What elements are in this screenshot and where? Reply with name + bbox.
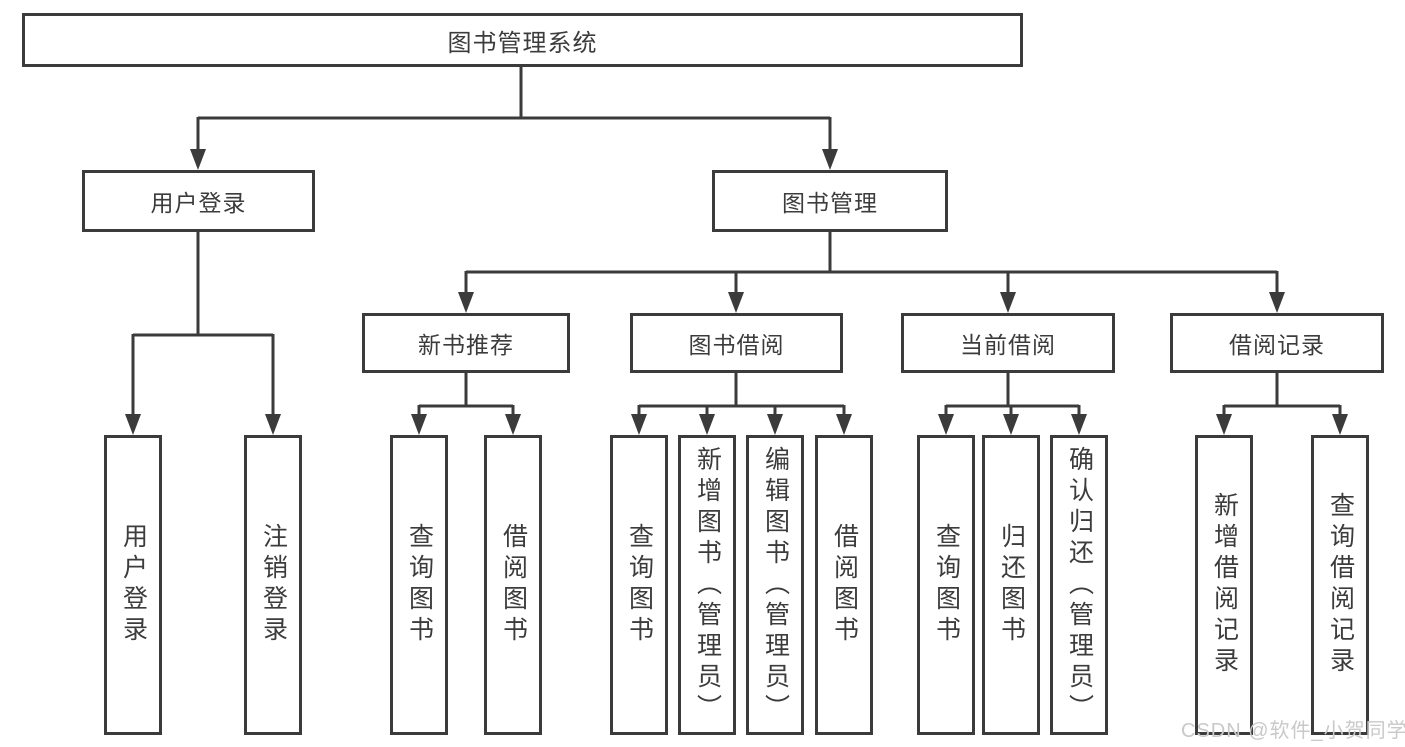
leaf-confirm-return-admin: 确认归还（管理员） bbox=[1050, 435, 1108, 735]
node-label: 查询图书 bbox=[405, 523, 434, 647]
leaf-return-books: 归还图书 bbox=[982, 435, 1040, 735]
leaf-edit-book-admin: 编辑图书（管理员） bbox=[746, 435, 804, 735]
node-label: 确认归还（管理员） bbox=[1065, 445, 1094, 725]
node-book-borrowing: 图书借阅 bbox=[630, 313, 843, 373]
leaf-query-books-current: 查询图书 bbox=[917, 435, 975, 735]
node-label: 查询图书 bbox=[625, 523, 654, 647]
leaf-borrow-books-recommend: 借阅图书 bbox=[484, 435, 542, 735]
node-label: 借阅记录 bbox=[1229, 332, 1325, 358]
node-borrowing-records: 借阅记录 bbox=[1170, 313, 1384, 373]
node-label: 图书管理系统 bbox=[447, 29, 598, 57]
leaf-query-borrow-record: 查询借阅记录 bbox=[1311, 435, 1369, 735]
node-label: 用户登录 bbox=[119, 523, 148, 647]
node-label: 新增借阅记录 bbox=[1210, 492, 1239, 678]
node-label: 图书借阅 bbox=[688, 332, 785, 358]
node-label: 用户登录 bbox=[150, 190, 247, 216]
leaf-add-borrow-record: 新增借阅记录 bbox=[1195, 435, 1253, 735]
node-label: 编辑图书（管理员） bbox=[761, 445, 790, 725]
leaf-logout: 注销登录 bbox=[244, 435, 302, 735]
node-current-borrowing: 当前借阅 bbox=[901, 313, 1115, 373]
node-label: 借阅图书 bbox=[499, 523, 528, 647]
node-book-management: 图书管理 bbox=[712, 170, 948, 232]
watermark: CSDN @软件_小贺同学 bbox=[1181, 720, 1405, 742]
node-user-login: 用户登录 bbox=[82, 170, 315, 232]
leaf-query-books-recommend: 查询图书 bbox=[390, 435, 448, 735]
leaf-user-login: 用户登录 bbox=[104, 435, 162, 735]
node-library-management-system: 图书管理系统 bbox=[22, 13, 1023, 67]
leaf-query-books-borrowing: 查询图书 bbox=[610, 435, 668, 735]
node-label: 查询借阅记录 bbox=[1326, 492, 1355, 678]
node-label: 查询图书 bbox=[932, 523, 961, 647]
node-new-book-recommendation: 新书推荐 bbox=[362, 313, 570, 373]
node-label: 当前借阅 bbox=[960, 332, 1056, 358]
node-label: 新增图书（管理员） bbox=[693, 445, 722, 725]
leaf-borrow-books-borrowing: 借阅图书 bbox=[815, 435, 873, 735]
node-label: 归还图书 bbox=[997, 523, 1026, 647]
node-label: 注销登录 bbox=[259, 523, 288, 647]
leaf-add-book-admin: 新增图书（管理员） bbox=[678, 435, 736, 735]
node-label: 图书管理 bbox=[782, 190, 878, 216]
node-label: 新书推荐 bbox=[418, 332, 514, 358]
node-label: 借阅图书 bbox=[830, 523, 859, 647]
